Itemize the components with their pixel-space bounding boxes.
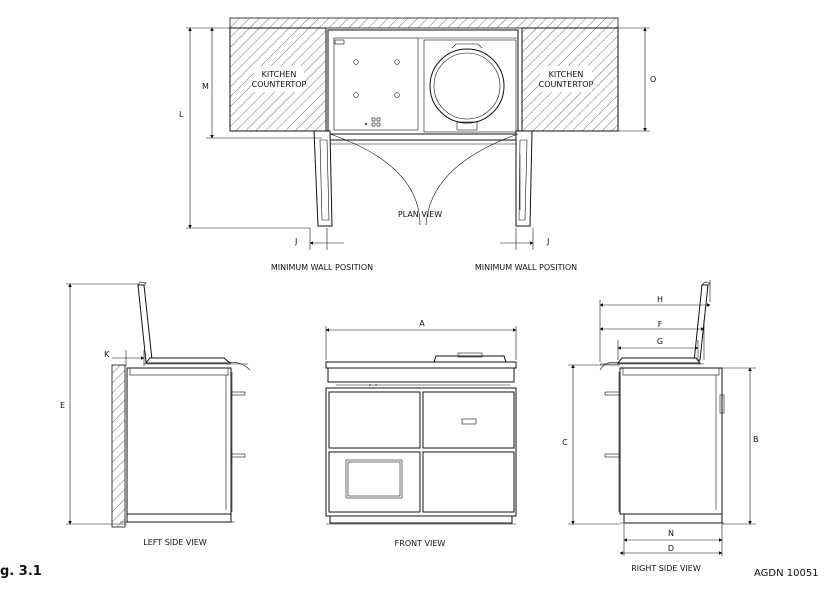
front-door-bottom-left: [328, 451, 421, 513]
min-wall-left-label: MINIMUM WALL POSITION: [271, 263, 373, 272]
left-side-body: [126, 367, 232, 515]
dim-J-left: J: [294, 237, 297, 246]
front-door-top-right: [422, 391, 515, 449]
right-side-view-label: RIGHT SIDE VIEW: [631, 564, 701, 573]
plan-view-label: PLAN VIEW: [398, 210, 442, 219]
countertop-label-left-line2: COUNTERTOP: [252, 80, 307, 89]
dim-K: K: [104, 350, 110, 359]
front-top-plate: [325, 361, 517, 369]
dim-E: E: [60, 401, 65, 410]
dim-N: N: [668, 529, 674, 538]
back-wall-hatch: [229, 17, 619, 29]
dim-C: C: [562, 438, 568, 447]
front-view: A FRONT VIEW: [325, 319, 517, 548]
dim-O: O: [650, 75, 656, 84]
hotplate-lid-plan: [429, 48, 505, 124]
left-side-view: E K LEFT SIDE VIEW: [60, 281, 251, 547]
dim-L: L: [179, 110, 184, 119]
aga-badge: [461, 418, 477, 425]
front-view-label: FRONT VIEW: [395, 539, 446, 548]
plan-view: KITCHEN COUNTERTOP KITCHEN COUNTERTOP: [179, 17, 656, 272]
front-door-top-left: [328, 391, 421, 449]
countertop-label-right-line2: COUNTERTOP: [539, 80, 594, 89]
drawing-code: AGDN 10051: [754, 568, 819, 579]
dim-H: H: [657, 295, 663, 304]
dim-A: A: [419, 319, 425, 328]
countertop-label-right-line1: KITCHEN: [549, 70, 584, 79]
dim-J-right: J: [546, 237, 549, 246]
dim-G: G: [657, 337, 663, 346]
cooker-top-plan: [327, 29, 519, 135]
right-side-body: [619, 367, 723, 515]
figure-number: g. 3.1: [0, 564, 42, 579]
dim-D: D: [668, 544, 674, 553]
right-side-view: H F G C B N D RIGHT SIDE VIEW: [562, 280, 759, 573]
countertop-label-left-line1: KITCHEN: [262, 70, 297, 79]
left-wall-hatch: [111, 364, 126, 528]
min-wall-right-label: MINIMUM WALL POSITION: [475, 263, 577, 272]
dim-F: F: [658, 320, 663, 329]
dim-M: M: [202, 82, 209, 91]
left-side-view-label: LEFT SIDE VIEW: [143, 538, 206, 547]
front-door-bottom-right: [422, 451, 515, 513]
dim-B: B: [753, 435, 759, 444]
